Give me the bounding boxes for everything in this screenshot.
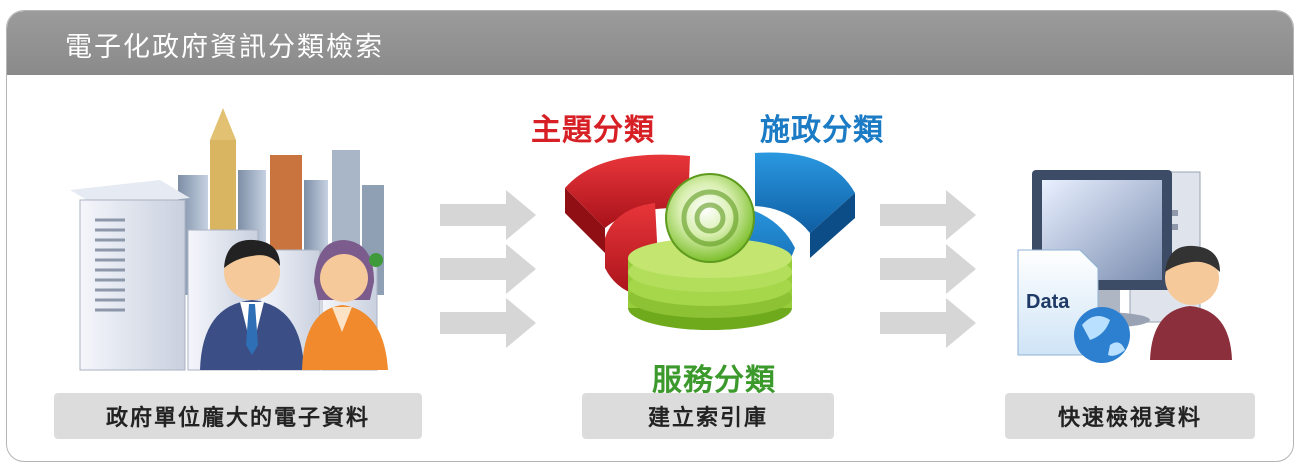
left-caption: 政府單位龐大的電子資料: [54, 393, 422, 439]
page-title: 電子化政府資訊分類檢索: [65, 32, 384, 63]
data-document-label: Data: [1026, 291, 1070, 313]
topic-category-label: 主題分類: [531, 113, 655, 148]
index-database-illustration: [565, 152, 855, 330]
center-caption: 建立索引庫: [582, 393, 834, 439]
woman-avatar-icon: [302, 240, 388, 370]
arrows-to-index: [440, 190, 536, 348]
arrow-icon: [880, 298, 976, 348]
arrow-icon: [880, 190, 976, 240]
search-orb-icon: [665, 173, 755, 263]
man-avatar-icon: [200, 239, 304, 370]
arrow-icon: [440, 244, 536, 294]
arrow-icon: [880, 244, 976, 294]
server-city-people-illustration: [70, 108, 388, 371]
user-avatar-icon: [1150, 245, 1232, 360]
service-category-label: 服務分類: [652, 363, 776, 398]
header-bar: 電子化政府資訊分類檢索: [7, 11, 1293, 75]
arrows-to-viewer: [880, 190, 976, 348]
policy-category-label: 施政分類: [760, 113, 884, 148]
arrow-icon: [440, 298, 536, 348]
right-caption: 快速檢視資料: [1005, 393, 1255, 439]
globe-icon: [1074, 307, 1130, 363]
computer-data-user-illustration: Data: [1017, 170, 1232, 363]
arrow-icon: [440, 190, 536, 240]
